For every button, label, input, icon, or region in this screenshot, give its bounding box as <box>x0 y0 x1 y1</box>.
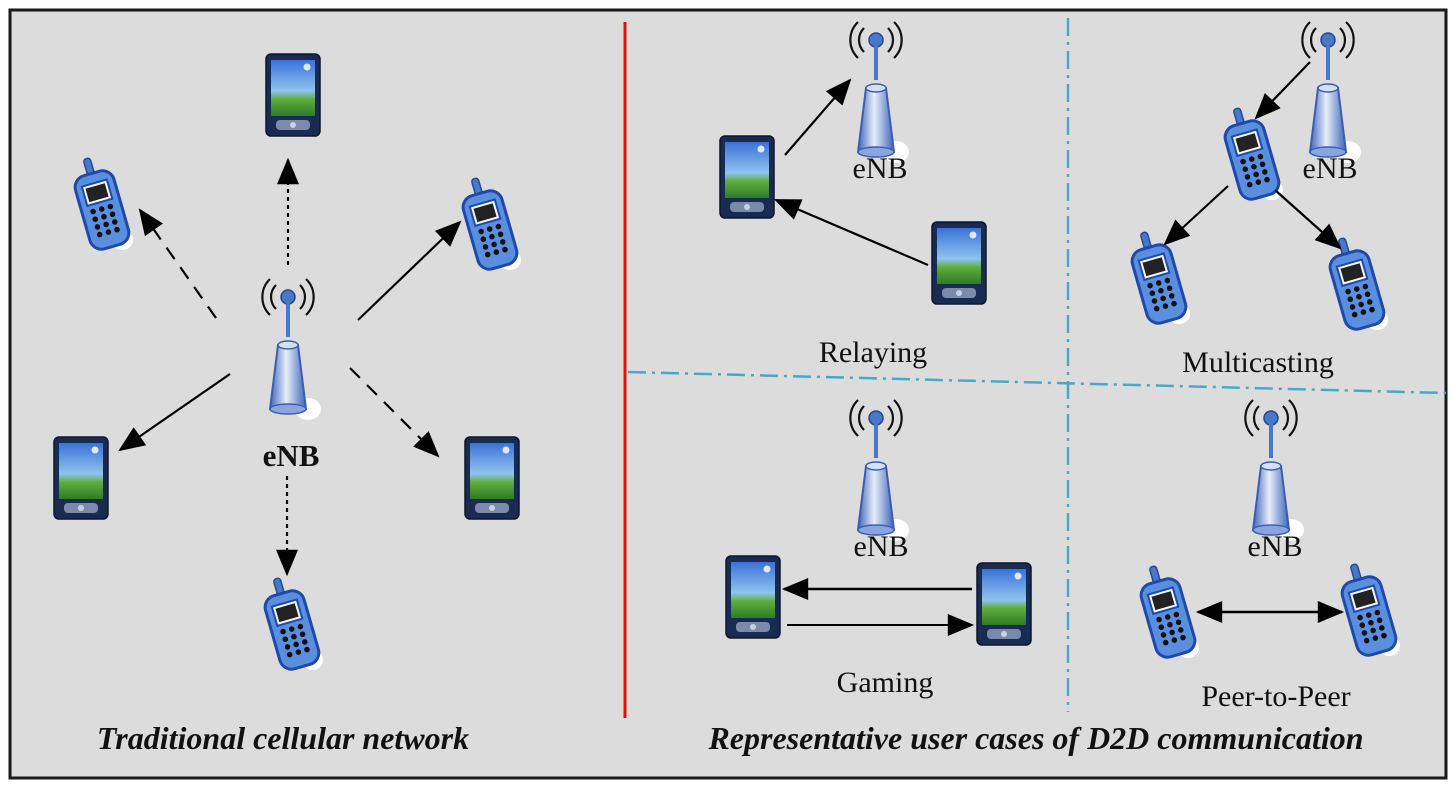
multicast-arrow-left <box>1163 185 1229 246</box>
arrow-to-upper-right-device <box>357 220 462 321</box>
relaying-title: Relaying <box>819 336 927 369</box>
pda-icon <box>725 555 781 639</box>
relaying-case: eNB Relaying <box>719 20 987 369</box>
peer-to-peer-title: Peer-to-Peer <box>1201 680 1350 713</box>
pda-icon <box>719 135 775 219</box>
pda-icon <box>931 221 987 305</box>
relaying-enb-label: eNB <box>853 152 908 185</box>
peer-to-peer-case: eNB Peer-to-Peer <box>1136 398 1402 713</box>
pda-icon <box>976 562 1032 646</box>
gaming-title: Gaming <box>837 666 934 699</box>
multicasting-case: eNB Multicasting <box>1127 20 1390 379</box>
traditional-cellular-network: eNB Traditional cellular network <box>53 53 523 756</box>
multicasting-title: Multicasting <box>1182 346 1334 379</box>
arrow-to-lower-left-device <box>118 373 231 452</box>
left-caption: Traditional cellular network <box>97 720 469 756</box>
quadrant-divider-horizontal <box>627 370 1447 395</box>
pda-icon <box>53 436 109 520</box>
multicast-arrow-from-enb <box>1254 61 1311 120</box>
pda-icon <box>464 436 520 520</box>
pda-icon <box>265 53 321 137</box>
multicasting-enb-label: eNB <box>1303 152 1358 185</box>
right-caption: Representative user cases of D2D communi… <box>707 720 1363 756</box>
relay-arrow-from-device <box>773 198 929 267</box>
arrow-to-lower-right-device <box>349 367 440 458</box>
peer-to-peer-enb-label: eNB <box>1248 530 1303 563</box>
relay-arrow-to-enb <box>784 78 852 156</box>
multicast-arrow-right <box>1274 189 1342 250</box>
left-enb-label: eNB <box>263 438 320 473</box>
diagram-background <box>8 8 1448 780</box>
gaming-enb-label: eNB <box>854 530 909 563</box>
gaming-case: eNB Gaming <box>725 398 1032 699</box>
